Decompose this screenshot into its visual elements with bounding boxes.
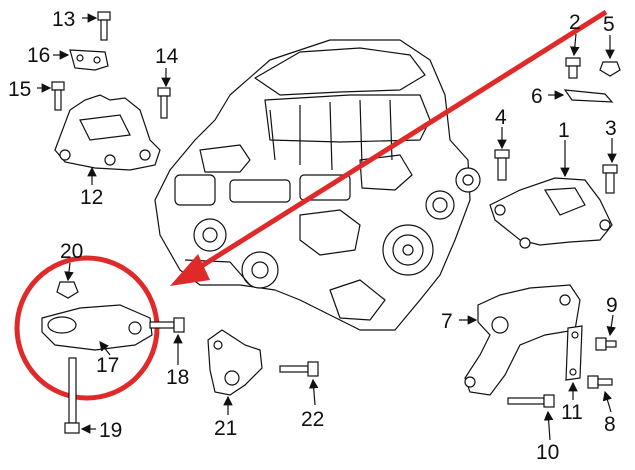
callout-8: 8 bbox=[604, 413, 616, 436]
callout-12: 12 bbox=[80, 186, 104, 209]
highlight-arrow-shaft bbox=[190, 9, 608, 275]
callout-18: 18 bbox=[166, 366, 190, 389]
part-3-bolt bbox=[602, 164, 618, 194]
callout-3: 3 bbox=[605, 117, 617, 140]
callout-13: 13 bbox=[52, 8, 76, 31]
callout-15: 15 bbox=[8, 78, 32, 101]
callout-7: 7 bbox=[441, 310, 453, 333]
callout-22: 22 bbox=[301, 408, 325, 431]
part-15-bolt bbox=[51, 81, 65, 111]
part-10-bolt bbox=[507, 394, 555, 408]
part-2-bolt bbox=[565, 57, 581, 79]
part-8-bolt bbox=[587, 375, 613, 389]
part-1-mount bbox=[489, 177, 613, 249]
part-21-bracket bbox=[207, 329, 263, 396]
leader-lines bbox=[37, 13, 617, 441]
part-17-mount bbox=[41, 304, 153, 351]
callout-6: 6 bbox=[531, 85, 543, 108]
part-20-nut bbox=[56, 281, 79, 299]
callout-5: 5 bbox=[603, 13, 615, 36]
callout-17: 17 bbox=[96, 354, 120, 377]
callout-19: 19 bbox=[99, 419, 123, 442]
callout-1: 1 bbox=[558, 119, 570, 142]
callout-10: 10 bbox=[536, 441, 560, 464]
part-19-bolt bbox=[64, 357, 80, 434]
part-11-link bbox=[565, 325, 583, 381]
part-12-mount bbox=[54, 94, 161, 171]
callout-11: 11 bbox=[561, 401, 583, 424]
part-14-bolt bbox=[157, 87, 171, 119]
callout-4: 4 bbox=[495, 106, 507, 129]
callout-14: 14 bbox=[155, 45, 179, 68]
part-6-strap bbox=[563, 89, 614, 103]
part-13-bolt bbox=[97, 11, 111, 41]
part-22-bolt bbox=[279, 361, 319, 377]
highlight-arrow-head bbox=[170, 254, 210, 286]
part-5-nut bbox=[599, 61, 621, 77]
part-16-bracket bbox=[69, 49, 109, 71]
callout-2: 2 bbox=[569, 11, 581, 34]
callout-20: 20 bbox=[60, 240, 84, 263]
part-9-bolt bbox=[595, 337, 617, 351]
callout-16: 16 bbox=[27, 44, 51, 67]
part-4-bolt bbox=[494, 149, 510, 181]
part-18-bolt bbox=[149, 317, 185, 333]
engine-assembly bbox=[154, 39, 481, 331]
part-7-bracket bbox=[464, 284, 581, 396]
callout-9: 9 bbox=[606, 294, 618, 317]
callout-21: 21 bbox=[214, 417, 238, 440]
